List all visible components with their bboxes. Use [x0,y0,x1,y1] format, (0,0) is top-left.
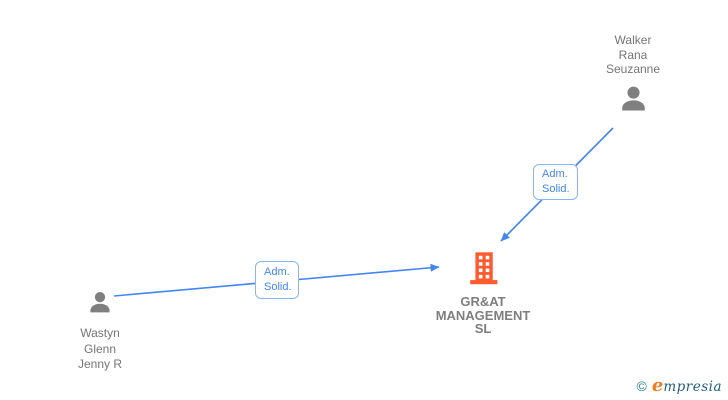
brand-wordmark: empresia [652,375,722,396]
edge-label-line: Solid. [542,183,570,195]
company-name: GR&AT MANAGEMENT SL [424,295,542,336]
person-name: Wastyn Glenn Jenny R [45,326,155,373]
person-name-line: Jenny R [77,357,123,371]
copyright-icon: © [636,378,647,394]
brand-rest: mpresia [663,379,722,395]
node-wastyn-glenn-jenny-r[interactable]: Wastyn Glenn Jenny R [45,289,155,373]
company-icon [424,250,542,292]
company-name-line: SL [474,321,492,336]
edge-label-line: Adm. [264,266,290,278]
node-walker-rana-seuzanne[interactable]: Walker Rana Seuzanne [577,33,689,121]
person-name-line: Wastyn [80,326,120,340]
person-name-line: Walker [614,33,652,47]
edge-label-line: Solid. [264,281,292,293]
company-name-line: MANAGEMENT [435,307,531,323]
person-name-line: Glenn [83,341,117,356]
person-name-line: Rana [618,47,648,62]
person-name-line: Seuzanne [605,62,661,76]
edge-label-adm-solid: Adm. Solid. [255,261,299,299]
edge-label-adm-solid: Adm. Solid. [533,164,578,200]
empresia-logo[interactable]: © empresia [637,375,722,396]
person-icon [86,289,114,322]
company-name-line: GR&AT [460,294,506,309]
edge-label-line: Adm. [542,168,568,180]
node-grat-management-sl[interactable]: GR&AT MANAGEMENT SL [424,250,542,336]
brand-initial: e [651,375,664,396]
person-name: Walker Rana Seuzanne [577,33,689,77]
person-icon [617,83,650,121]
